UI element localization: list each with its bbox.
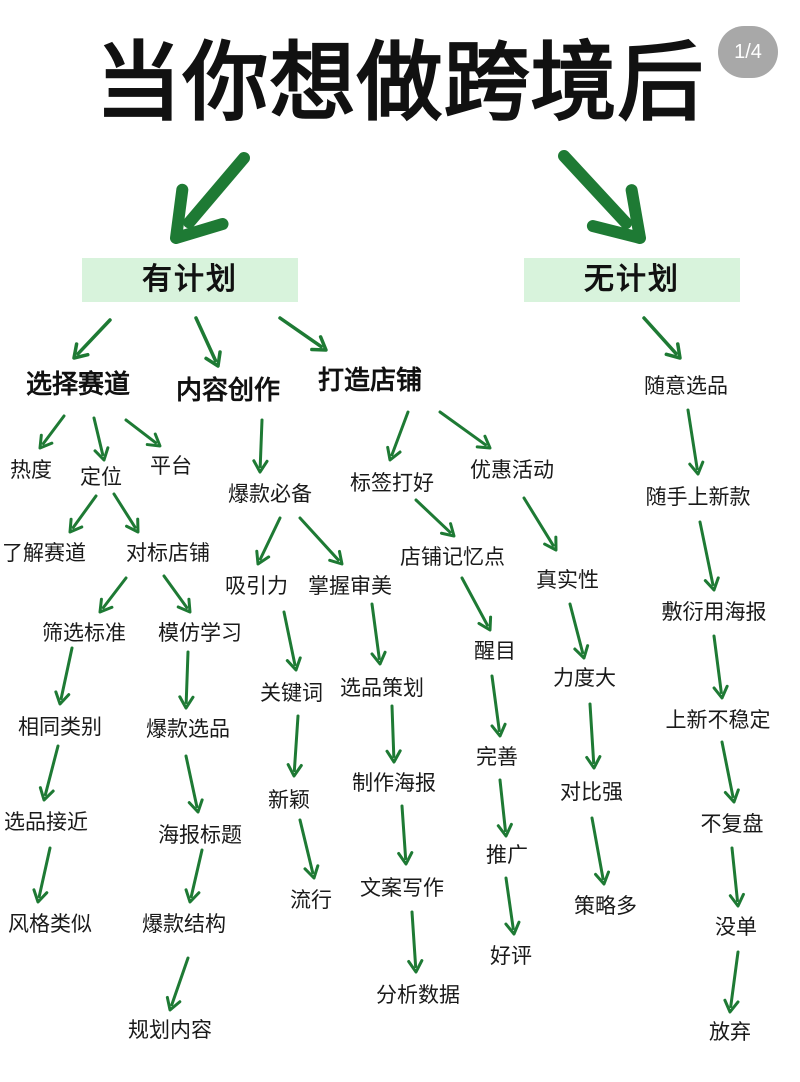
node-unplanned-step: 随意选品 [644, 374, 728, 398]
arrow [38, 744, 60, 802]
node-memory-step: 推广 [486, 843, 528, 867]
arrow [720, 740, 740, 804]
node-imitate-step: 规划内容 [128, 1018, 212, 1042]
arrow [414, 498, 456, 538]
arrow [585, 702, 602, 770]
header-unplanned: 无计划 [524, 258, 740, 302]
node-tags: 标签打好 [350, 471, 434, 495]
arrow [98, 576, 128, 614]
arrow [54, 646, 74, 706]
arrow [112, 492, 140, 534]
arrow [568, 602, 590, 660]
arrow [397, 804, 414, 866]
node-understand-track: 了解赛道 [2, 541, 86, 565]
node-position: 定位 [80, 465, 122, 489]
arrow [698, 520, 720, 592]
node-aesthetic-step: 分析数据 [376, 983, 460, 1007]
arrow [162, 574, 192, 614]
arrow [184, 848, 204, 904]
arrow [194, 316, 222, 368]
arrow [286, 714, 303, 778]
node-unplanned-step: 上新不稳定 [665, 708, 771, 732]
arrow [298, 516, 344, 566]
arrow [298, 818, 320, 880]
node-store-memory: 店铺记忆点 [400, 545, 505, 569]
arrow [124, 418, 162, 448]
arrow [407, 910, 424, 974]
node-unplanned-step: 不复盘 [700, 812, 764, 836]
node-authenticity: 真实性 [536, 568, 599, 592]
arrow [712, 634, 729, 700]
node-filter-step: 选品接近 [4, 810, 88, 834]
node-imitate-step: 爆款结构 [142, 912, 226, 936]
arrow [728, 846, 745, 908]
arrow [438, 410, 492, 450]
arrow [92, 416, 110, 462]
arrow [252, 418, 269, 474]
node-imitate-step: 爆款选品 [146, 717, 230, 741]
node-attract-step: 关键词 [260, 681, 323, 705]
arrow [255, 516, 282, 566]
branch-title-store: 打造店铺 [318, 366, 423, 396]
node-attraction: 吸引力 [225, 574, 288, 598]
big-arrow-right [558, 150, 646, 244]
node-promo: 优惠活动 [470, 458, 554, 482]
node-unplanned-step: 放弃 [709, 1020, 751, 1044]
arrow [72, 318, 112, 360]
arrow [723, 950, 740, 1014]
node-heat: 热度 [10, 458, 52, 482]
node-benchmark-store: 对标店铺 [126, 541, 210, 565]
node-filter-criteria: 筛选标准 [42, 621, 126, 645]
arrow [32, 846, 52, 904]
arrow [504, 876, 521, 936]
node-memory-step: 完善 [476, 745, 518, 769]
node-authentic-step: 力度大 [553, 666, 616, 690]
node-aesthetic-step: 选品策划 [340, 676, 424, 700]
branch-title-track: 选择赛道 [26, 370, 131, 400]
arrow [496, 778, 513, 838]
node-aesthetic: 掌握审美 [308, 574, 392, 598]
page-title: 当你想做跨境后 [95, 33, 705, 133]
node-unplanned-step: 随手上新款 [645, 485, 751, 509]
arrow [282, 610, 302, 672]
node-unplanned-step: 没单 [715, 915, 757, 939]
arrow [68, 494, 98, 534]
node-imitate-step: 海报标题 [158, 823, 242, 847]
branch-title-content: 内容创作 [176, 376, 281, 406]
node-memory-step: 好评 [490, 944, 532, 968]
arrow [386, 410, 410, 462]
node-imitate-learn: 模仿学习 [158, 621, 242, 645]
node-attract-step: 流行 [290, 888, 332, 912]
arrow [38, 414, 66, 450]
arrow [278, 316, 328, 352]
arrow [522, 496, 558, 552]
big-arrow-left [170, 152, 250, 244]
node-filter-step: 相同类别 [18, 715, 102, 739]
node-authentic-step: 对比强 [560, 780, 623, 804]
node-aesthetic-step: 制作海报 [352, 771, 436, 795]
node-unplanned-step: 敷衍用海报 [661, 600, 767, 624]
arrow [385, 704, 402, 764]
arrow [490, 674, 507, 738]
node-aesthetic-step: 文案写作 [360, 876, 444, 900]
arrow [370, 602, 387, 666]
node-authentic-step: 策略多 [574, 894, 637, 918]
arrow [178, 650, 195, 710]
arrow [184, 754, 204, 814]
node-platform: 平台 [150, 454, 192, 478]
node-attract-step: 新颖 [268, 788, 310, 812]
page-counter-badge[interactable]: 1/4 [718, 26, 778, 78]
arrow [460, 576, 493, 632]
arrow [686, 408, 705, 476]
node-filter-step: 风格类似 [8, 912, 92, 936]
node-hit-essentials: 爆款必备 [228, 482, 312, 506]
node-memory-step: 醒目 [474, 639, 516, 663]
arrow [590, 816, 611, 886]
arrow [642, 316, 682, 360]
arrow [165, 956, 190, 1012]
header-planned: 有计划 [82, 258, 298, 302]
